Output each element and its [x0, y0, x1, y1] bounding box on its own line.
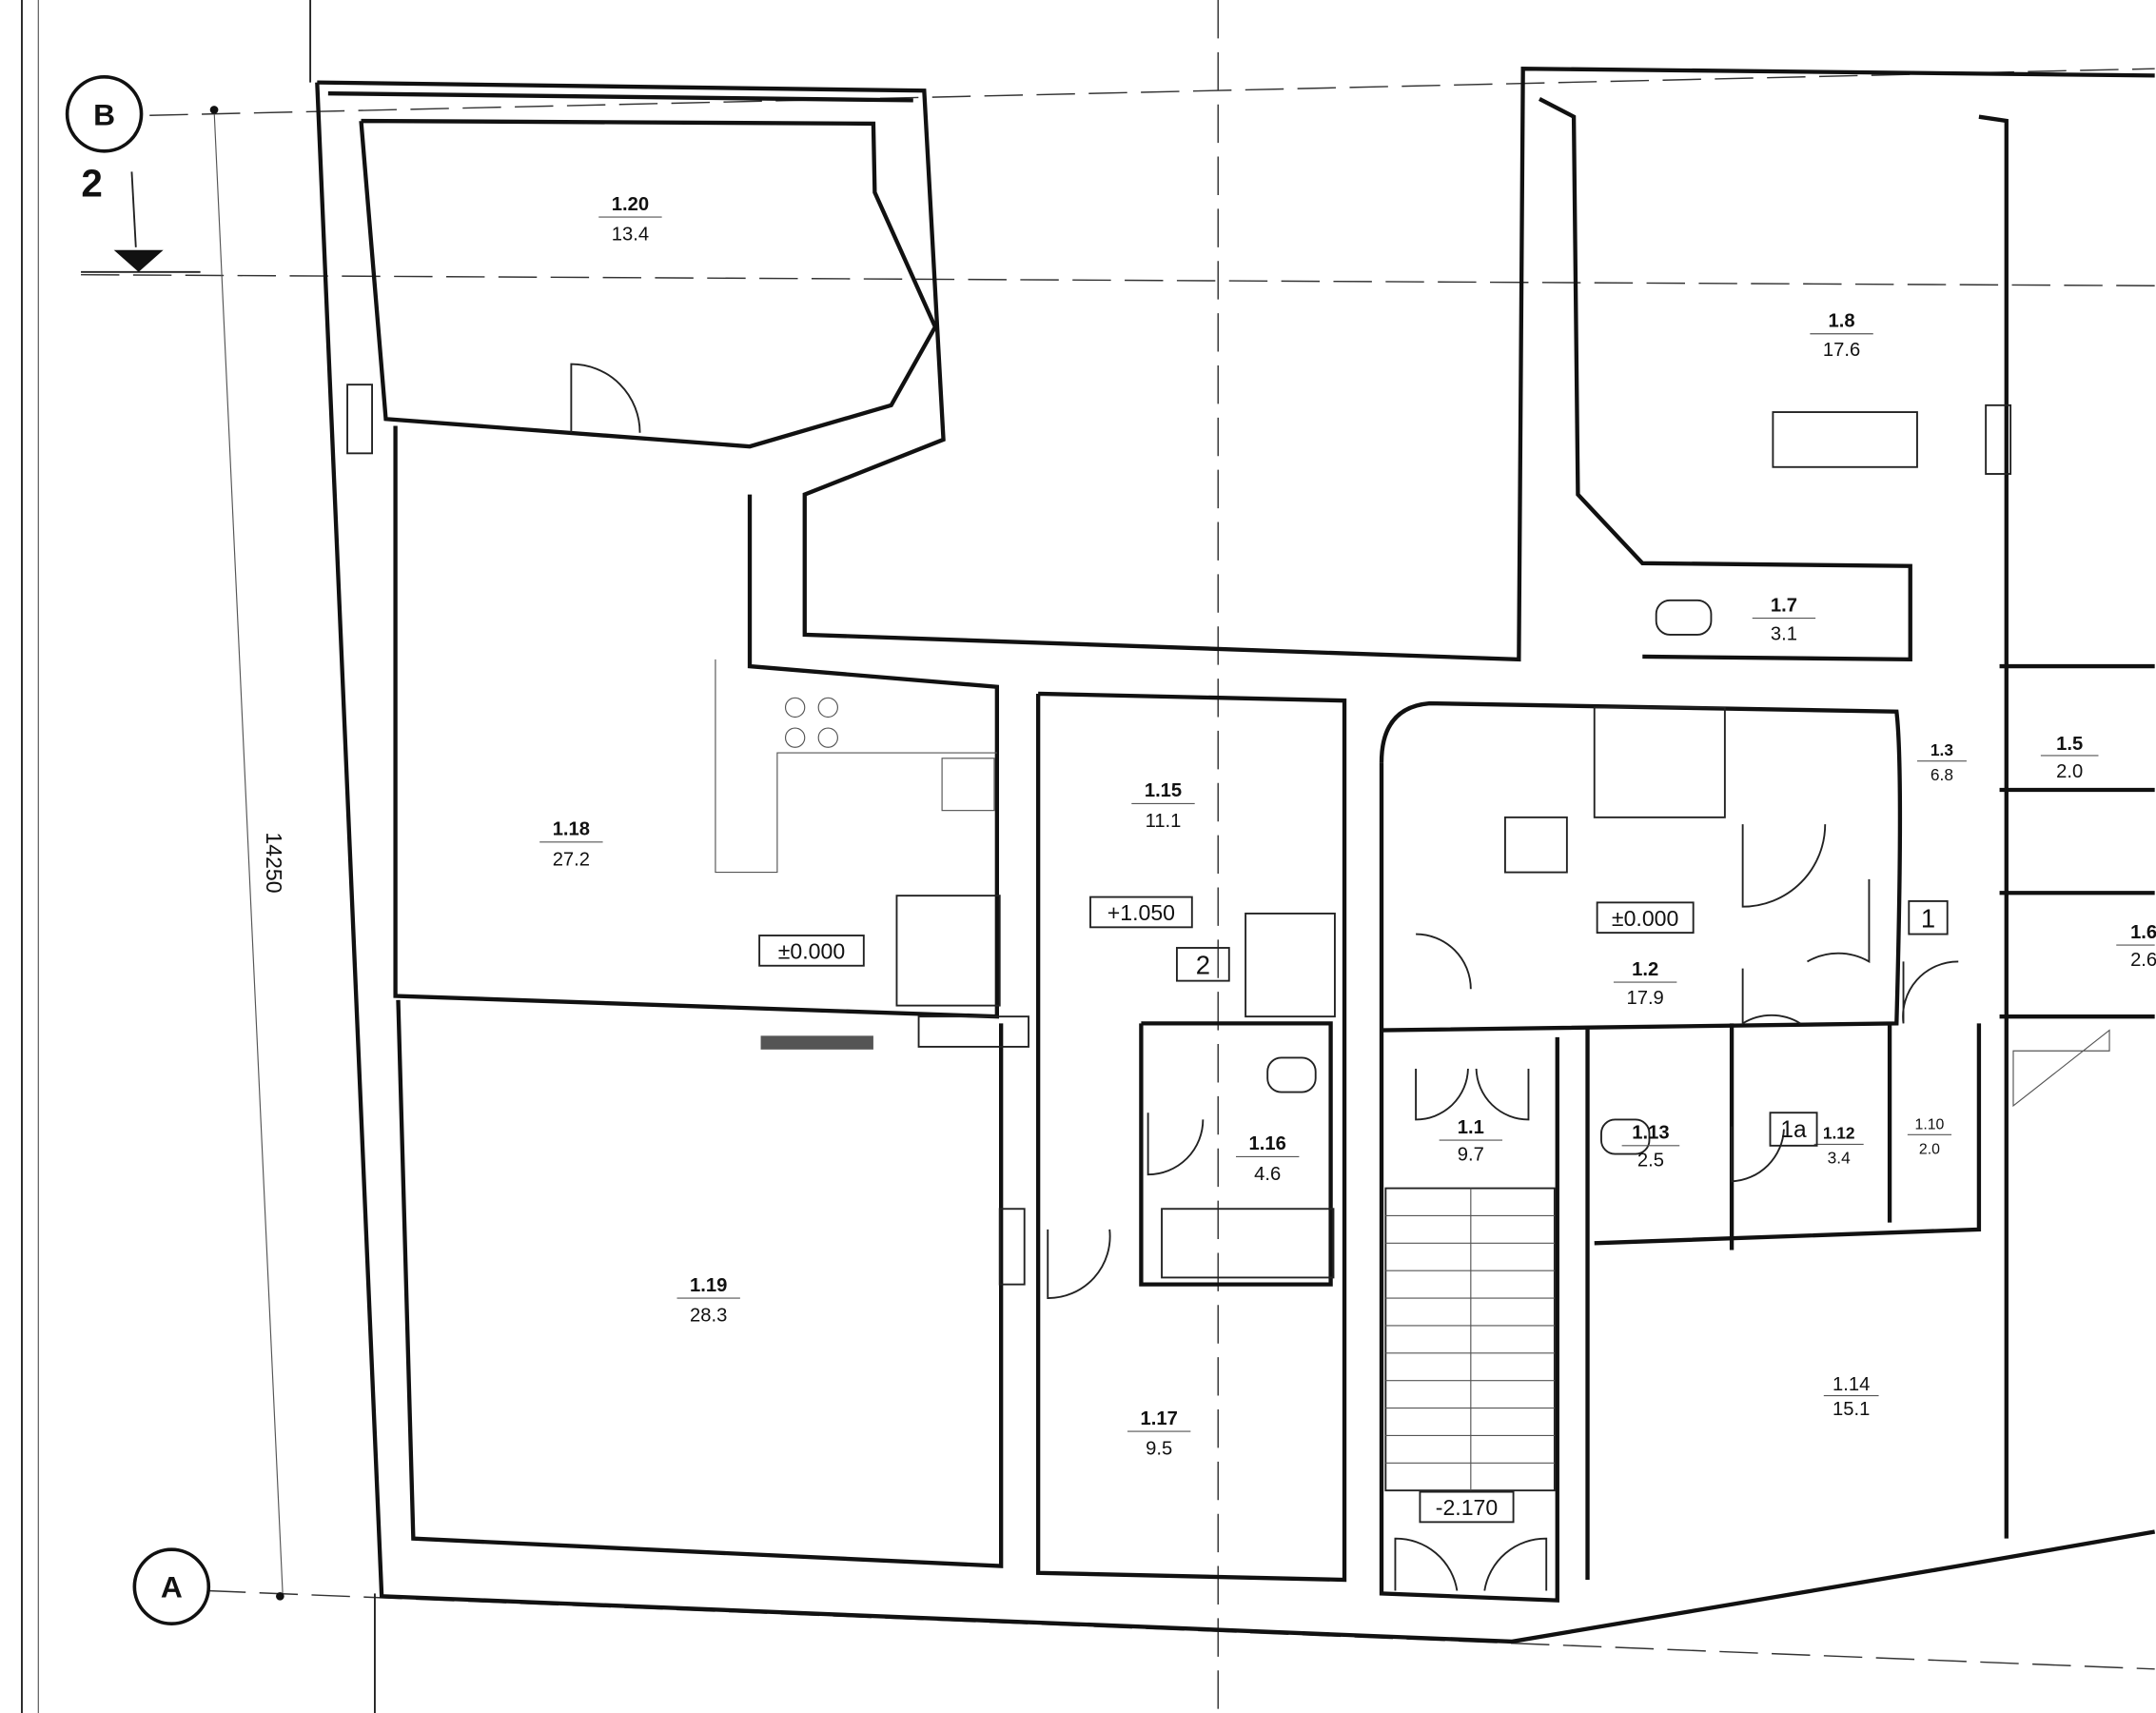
tag-label: 1 [1921, 903, 1935, 933]
section-arrow-icon [113, 249, 164, 272]
room-1-16: 1.16 4.6 [1235, 1133, 1300, 1185]
room-1-20: 1.20 13.4 [598, 194, 662, 246]
tag-label: 2 [1196, 950, 1210, 979]
svg-text:1.6: 1.6 [2130, 922, 2156, 943]
svg-text:17.6: 17.6 [1823, 340, 1860, 361]
svg-text:3.1: 3.1 [1771, 624, 1797, 645]
room-1-19: 1.19 28.3 [676, 1275, 740, 1327]
room-1-6: 1.62.6 [2116, 922, 2156, 971]
walls [315, 66, 2156, 1644]
svg-text:15.1: 15.1 [1833, 1399, 1870, 1420]
svg-text:1.10: 1.10 [1915, 1117, 1945, 1133]
room-1-12: 1.12 3.4 [1813, 1124, 1864, 1168]
svg-text:28.3: 28.3 [690, 1306, 727, 1327]
room-1-15: 1.15 11.1 [1131, 780, 1195, 832]
svg-text:2.6: 2.6 [2130, 950, 2156, 971]
level-label: -2.170 [1436, 1495, 1498, 1520]
section-number: 2 [81, 161, 102, 205]
svg-text:13.4: 13.4 [612, 225, 649, 246]
svg-text:1.1: 1.1 [1458, 1117, 1484, 1138]
level-markers: ±0.000 +1.050 ±0.000 -2.170 [758, 896, 1695, 1524]
svg-text:2.5: 2.5 [1637, 1151, 1664, 1172]
section-marker: 2 [81, 161, 164, 272]
svg-text:1.15: 1.15 [1145, 780, 1182, 801]
svg-text:27.2: 27.2 [553, 849, 590, 870]
fixtures [346, 384, 2110, 1286]
reference-lines [21, 0, 2155, 1713]
kitchen-counter [715, 659, 997, 874]
room-1-8: 1.8 17.6 [1810, 311, 1873, 361]
room-1-3: 1.36.8 [1916, 740, 1967, 784]
svg-text:9.5: 9.5 [1146, 1439, 1172, 1460]
tag-markers: 2 1 1a [1175, 899, 1949, 1147]
svg-text:4.6: 4.6 [1254, 1164, 1281, 1185]
room-1-2: 1.2 17.9 [1613, 959, 1677, 1009]
svg-text:1.18: 1.18 [553, 819, 590, 840]
svg-text:1.8: 1.8 [1829, 311, 1855, 332]
room-1-1: 1.19.7 [1439, 1117, 1503, 1166]
svg-text:1.19: 1.19 [690, 1275, 727, 1296]
svg-text:2.0: 2.0 [2056, 761, 2083, 782]
svg-text:1.14: 1.14 [1833, 1374, 1870, 1395]
level-label: ±0.000 [1612, 906, 1678, 931]
dimension-label: 14250 [262, 832, 286, 893]
svg-text:1.16: 1.16 [1249, 1133, 1286, 1154]
room-1-10: 1.10 2.0 [1907, 1117, 1952, 1158]
svg-text:1.17: 1.17 [1141, 1408, 1178, 1429]
room-1-18: 1.18 27.2 [539, 819, 603, 870]
svg-text:2.0: 2.0 [1919, 1142, 1940, 1158]
svg-text:3.4: 3.4 [1828, 1149, 1851, 1168]
svg-text:17.9: 17.9 [1627, 988, 1664, 1009]
axis-label-a: A [161, 1570, 183, 1605]
room-1-14: 1.14 15.1 [1823, 1374, 1879, 1420]
tag-label: 1a [1780, 1117, 1807, 1143]
room-1-7: 1.73.1 [1752, 595, 1816, 645]
axis-marker-b: B [65, 75, 219, 153]
level-label: ±0.000 [778, 939, 845, 964]
doors [570, 363, 1959, 1591]
room-1-17: 1.17 9.5 [1127, 1408, 1191, 1460]
room-1-13: 1.13 2.5 [1621, 1123, 1680, 1172]
svg-text:1.2: 1.2 [1632, 959, 1658, 980]
axis-marker-a: A [132, 1547, 284, 1625]
svg-text:1.5: 1.5 [2056, 734, 2083, 755]
axis-label-b: B [93, 97, 115, 131]
level-label: +1.050 [1107, 900, 1175, 925]
room-1-5: 1.52.0 [2040, 734, 2099, 782]
svg-text:6.8: 6.8 [1931, 765, 1953, 784]
svg-text:11.1: 11.1 [1146, 811, 1182, 832]
svg-text:1.12: 1.12 [1823, 1124, 1855, 1143]
svg-text:9.7: 9.7 [1458, 1145, 1484, 1166]
svg-text:1.13: 1.13 [1632, 1123, 1669, 1144]
stairs [895, 706, 1726, 1492]
svg-text:1.20: 1.20 [612, 194, 649, 215]
svg-text:1.3: 1.3 [1931, 740, 1953, 759]
svg-text:1.7: 1.7 [1771, 595, 1797, 616]
